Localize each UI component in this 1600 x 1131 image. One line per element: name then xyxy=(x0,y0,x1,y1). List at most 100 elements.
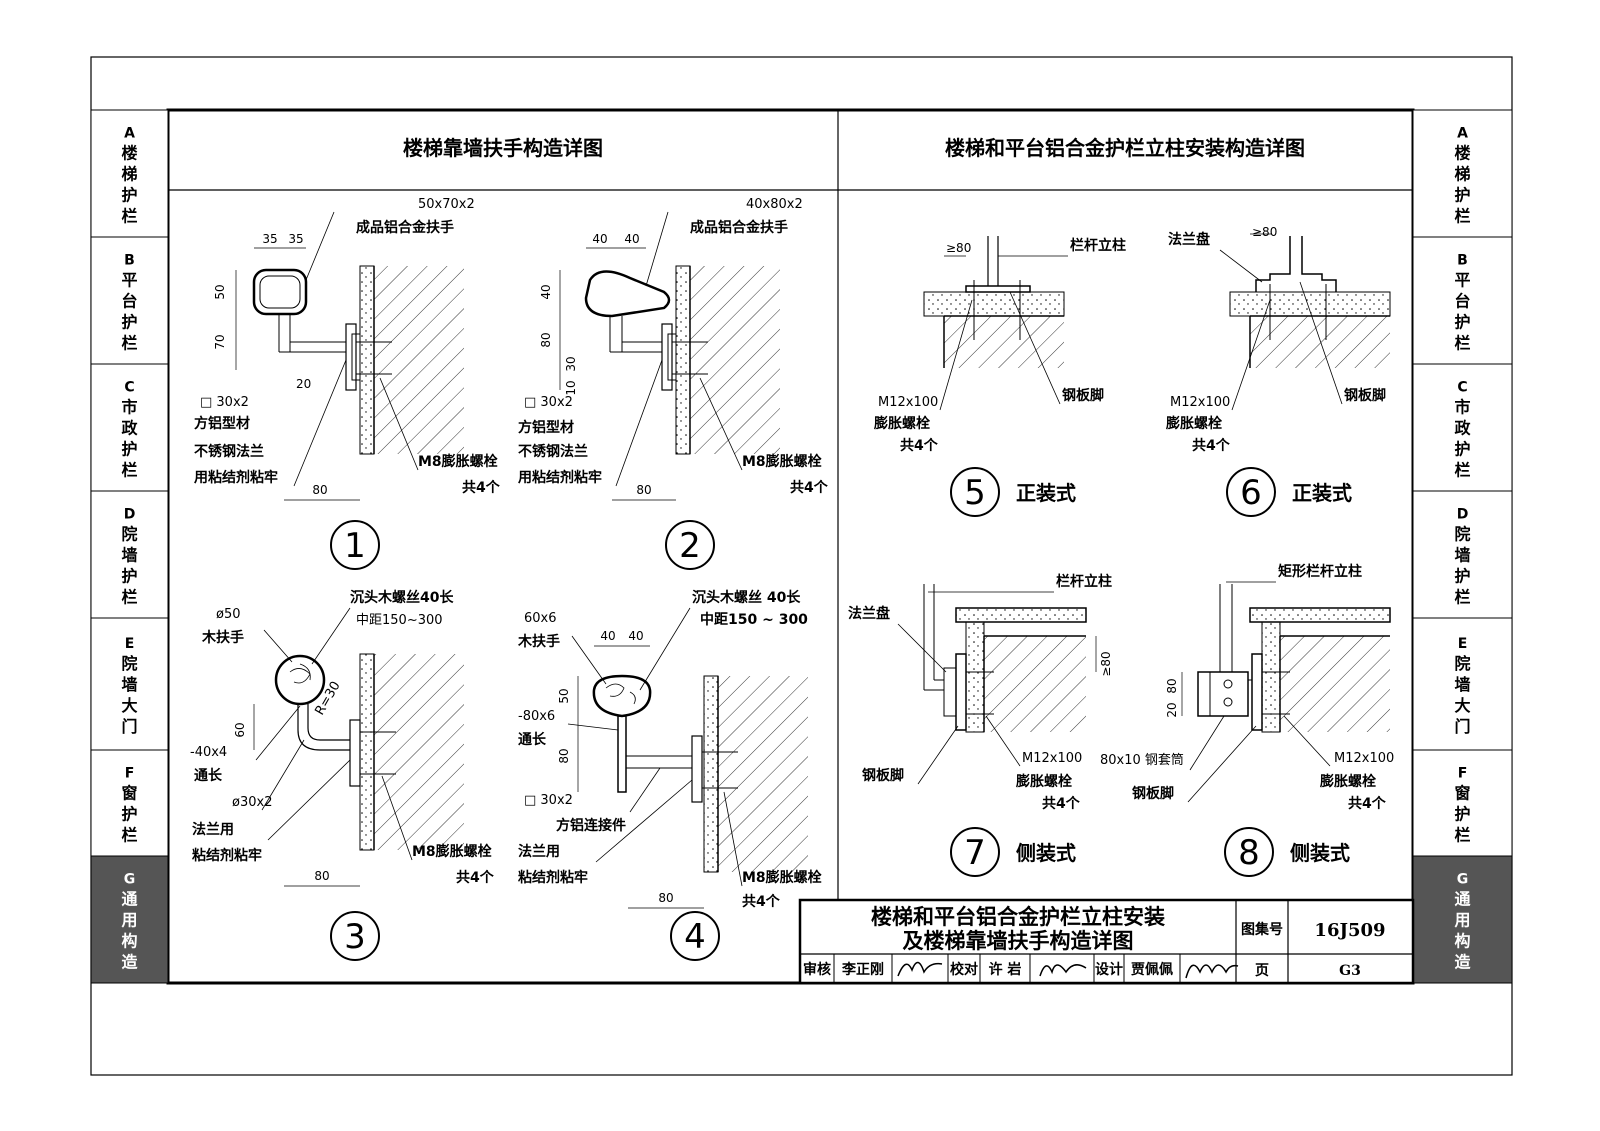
tab-d-left[interactable] xyxy=(90,490,169,619)
tab-label-char: 院 xyxy=(1454,525,1470,544)
tab-letter: C xyxy=(1457,380,1467,396)
tab-label-char: 墙 xyxy=(1454,675,1470,694)
tab-letter: G xyxy=(124,872,136,888)
tab-label-char: 护 xyxy=(1454,805,1470,824)
svg-text:设计: 设计 xyxy=(1095,961,1123,978)
tab-label-char: 门 xyxy=(1454,717,1470,736)
tab-label-char: 梯 xyxy=(1454,165,1470,184)
svg-text:ø30x2: ø30x2 xyxy=(232,795,272,810)
svg-text:50x70x2: 50x70x2 xyxy=(418,197,475,212)
svg-text:钢板脚: 钢板脚 xyxy=(1132,785,1174,802)
svg-text:审核: 审核 xyxy=(803,961,831,978)
tab-label-char: 楼 xyxy=(121,144,137,163)
svg-text:M12x100: M12x100 xyxy=(1022,751,1082,766)
tab-label-char: 栏 xyxy=(1454,207,1470,226)
tab-b-right[interactable] xyxy=(1412,236,1513,365)
detail-6: ≥80 法兰盘 M12x100 膨胀螺栓 共4个 钢板脚 6 正装式 xyxy=(1166,225,1391,517)
tab-label-char: 护 xyxy=(1454,440,1470,459)
tab-a-right[interactable] xyxy=(1412,109,1513,238)
svg-text:M12x100: M12x100 xyxy=(1170,395,1230,410)
svg-text:钢板脚: 钢板脚 xyxy=(1062,387,1104,404)
tab-e-left[interactable] xyxy=(90,617,169,751)
tab-b-left[interactable] xyxy=(90,236,169,365)
tab-label-char: 院 xyxy=(121,525,137,544)
tab-f-left[interactable] xyxy=(90,749,169,857)
svg-text:4: 4 xyxy=(684,917,706,957)
title-line-2: 及楼梯靠墙扶手构造详图 xyxy=(903,929,1134,953)
svg-text:方铝连接件: 方铝连接件 xyxy=(556,817,626,834)
svg-text:≥80: ≥80 xyxy=(1099,651,1113,676)
tab-label-char: 台 xyxy=(121,292,137,311)
tab-label-char: 墙 xyxy=(121,675,137,694)
svg-text:法兰盘: 法兰盘 xyxy=(848,605,890,622)
svg-text:80: 80 xyxy=(557,748,571,763)
svg-text:栏杆立柱: 栏杆立柱 xyxy=(1070,237,1126,254)
tab-g-left[interactable] xyxy=(90,855,169,984)
svg-text:法兰盘: 法兰盘 xyxy=(1168,231,1210,248)
svg-text:页: 页 xyxy=(1255,963,1269,979)
svg-text:10: 10 xyxy=(564,380,578,395)
svg-text:□ 30x2: □ 30x2 xyxy=(524,793,573,808)
tab-c-right[interactable] xyxy=(1412,363,1513,492)
svg-text:成品铝合金扶手: 成品铝合金扶手 xyxy=(690,219,788,236)
tab-letter: E xyxy=(125,636,135,652)
svg-text:钢板脚: 钢板脚 xyxy=(1344,387,1386,404)
tab-label-char: 栏 xyxy=(121,461,137,480)
svg-text:共4个: 共4个 xyxy=(1192,437,1231,454)
tab-c-left[interactable] xyxy=(90,363,169,492)
tab-label-char: 栏 xyxy=(1454,461,1470,480)
tab-g-right[interactable] xyxy=(1412,855,1513,984)
tab-label-char: 大 xyxy=(1454,696,1470,715)
tab-letter: C xyxy=(124,380,134,396)
tab-label-char: 栏 xyxy=(121,207,137,226)
svg-text:□ 30x2: □ 30x2 xyxy=(524,395,573,410)
tab-letter: B xyxy=(1457,253,1468,269)
right-heading: 楼梯和平台铝合金护栏立柱安装构造详图 xyxy=(945,136,1305,160)
tab-label-char: 栏 xyxy=(121,334,137,353)
tab-letter: D xyxy=(124,507,136,523)
svg-text:粘结剂粘牢: 粘结剂粘牢 xyxy=(192,847,262,864)
tab-label-char: 平 xyxy=(1454,271,1470,290)
tab-label-char: 政 xyxy=(1454,419,1471,438)
svg-text:膨胀螺栓: 膨胀螺栓 xyxy=(874,415,930,432)
svg-text:30: 30 xyxy=(564,356,578,371)
page-number: G3 xyxy=(1339,963,1361,979)
tab-label-char: 护 xyxy=(1454,313,1470,332)
svg-text:膨胀螺栓: 膨胀螺栓 xyxy=(1016,773,1072,790)
svg-text:不锈钢法兰: 不锈钢法兰 xyxy=(518,443,588,460)
tab-letter: E xyxy=(1458,636,1468,652)
svg-text:矩形栏杆立柱: 矩形栏杆立柱 xyxy=(1278,563,1362,580)
svg-text:20: 20 xyxy=(1165,702,1179,717)
svg-text:共4个: 共4个 xyxy=(790,479,829,496)
svg-text:80x10 钢套筒: 80x10 钢套筒 xyxy=(1100,752,1184,768)
svg-text:40: 40 xyxy=(592,232,607,246)
svg-text:图集号: 图集号 xyxy=(1241,921,1283,938)
tab-label-char: 市 xyxy=(1454,398,1470,417)
tab-label-char: 墙 xyxy=(121,546,137,565)
svg-text:校对: 校对 xyxy=(950,961,978,978)
svg-text:中距150~300: 中距150~300 xyxy=(356,613,443,628)
tab-label-char: 护 xyxy=(121,186,137,205)
detail-5: ≥80 栏杆立柱 M12x100 膨胀螺栓 共4个 钢板脚 5 正装式 xyxy=(874,236,1126,517)
tab-f-right[interactable] xyxy=(1412,749,1513,857)
svg-text:40: 40 xyxy=(539,284,553,299)
tab-label-char: 通 xyxy=(121,890,137,909)
svg-text:膨胀螺栓: 膨胀螺栓 xyxy=(1166,415,1222,432)
svg-text:60: 60 xyxy=(233,722,247,737)
tab-e-right[interactable] xyxy=(1412,617,1513,751)
tab-label-char: 护 xyxy=(121,567,137,586)
svg-text:M8膨胀螺栓: M8膨胀螺栓 xyxy=(742,453,822,470)
detail-4: 40 40 50 80 80 60x6 木扶手 沉头木螺丝 40长 中距150 … xyxy=(517,589,822,961)
svg-text:6: 6 xyxy=(1240,473,1262,513)
svg-text:ø50: ø50 xyxy=(216,607,241,622)
svg-text:35: 35 xyxy=(288,232,303,246)
svg-text:侧装式: 侧装式 xyxy=(1290,841,1350,865)
title-line-1: 楼梯和平台铝合金护栏立柱安装 xyxy=(871,905,1165,929)
svg-text:5: 5 xyxy=(964,473,986,513)
tab-label-char: 窗 xyxy=(1454,784,1470,803)
tab-d-right[interactable] xyxy=(1412,490,1513,619)
tab-a-left[interactable] xyxy=(90,109,169,238)
svg-text:许 岩: 许 岩 xyxy=(989,961,1022,978)
tab-label-char: 造 xyxy=(1454,953,1471,972)
